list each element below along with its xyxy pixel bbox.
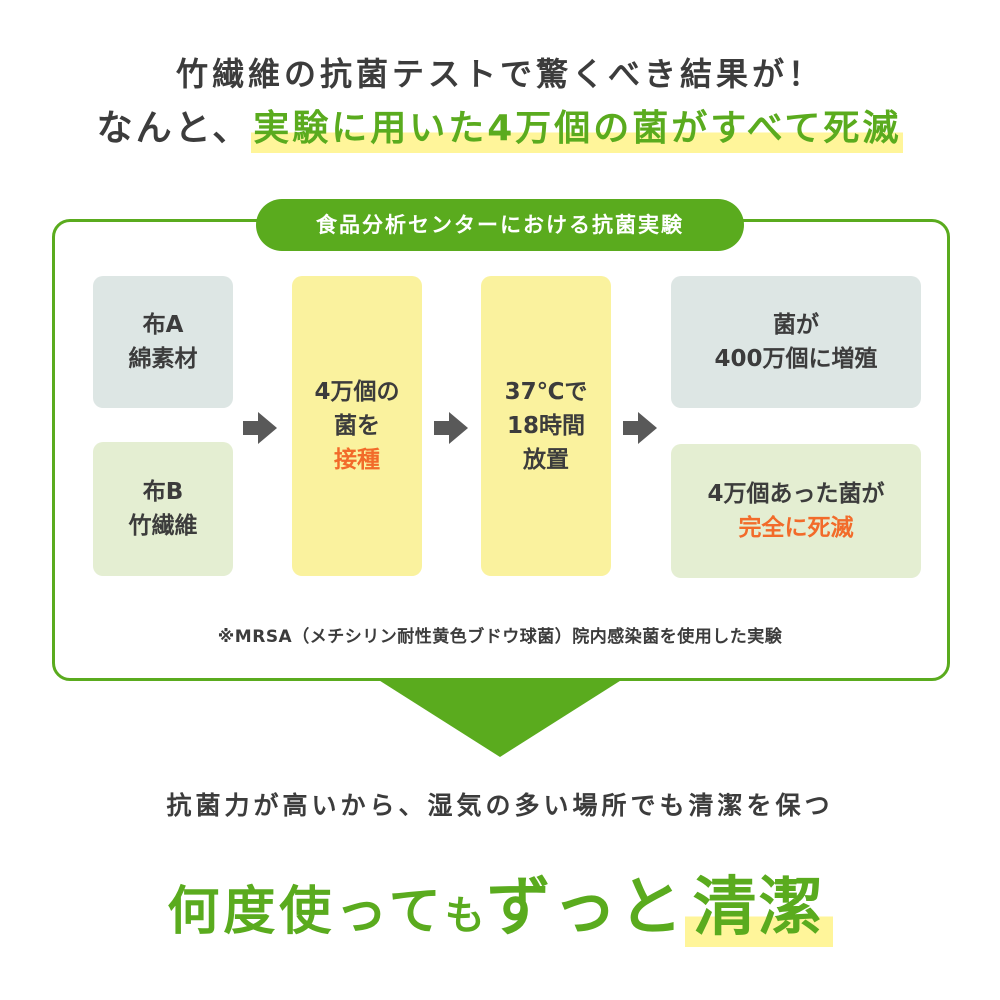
headline-line2-highlight: 実験に用いた4万個の菌がすべて死滅 [251, 108, 904, 153]
fabric-b-material: 竹繊維 [128, 513, 198, 539]
experiment-note: ※MRSA（メチシリン耐性黄色ブドウ球菌）院内感染菌を使用した実験 [217, 627, 783, 647]
fabric-a-material: 綿素材 [128, 346, 198, 372]
result-b-line1: 4万個あった菌が [707, 481, 885, 507]
right-arrow-icon [623, 412, 657, 444]
inoculate-step-line3: 接種 [334, 447, 380, 473]
panel-title: 食品分析センターにおける抗菌実験 [256, 199, 744, 251]
tagline-part4: 清潔 [684, 871, 833, 947]
footer-subtitle: 抗菌力が高いから、湿気の多い場所でも清潔を保つ [166, 791, 834, 820]
incubate-step-line2: 18時間 [506, 413, 585, 439]
result-b-line2: 完全に死滅 [738, 515, 854, 541]
tagline-part3: ずっと [486, 871, 685, 945]
fabric-a-box: 布A 綿素材 [93, 276, 233, 408]
result-a-box: 菌が 400万個に増殖 [671, 276, 921, 408]
incubate-step-box: 37℃で 18時間 放置 [481, 276, 611, 576]
incubate-step-line1: 37℃で [504, 379, 588, 405]
right-arrow-icon [434, 412, 468, 444]
result-a-line2: 400万個に増殖 [714, 346, 878, 372]
fabric-b-label: 布B [142, 479, 184, 505]
headline-line2: なんと、実験に用いた4万個の菌がすべて死滅 [0, 104, 1000, 154]
inoculate-step-line2: 菌を [334, 413, 380, 439]
right-arrow-icon [243, 412, 277, 444]
tagline-part1: 何度使って [167, 882, 445, 942]
tagline-part2: も [444, 893, 487, 939]
footer-tagline: 何度使ってもずっと清潔 [0, 856, 1000, 948]
inoculate-step-box: 4万個の 菌を 接種 [292, 276, 422, 576]
result-b-box: 4万個あった菌が 完全に死滅 [671, 444, 921, 578]
incubate-step-line3: 放置 [523, 447, 569, 473]
result-a-line1: 菌が [773, 312, 819, 338]
headline-line2-prefix: なんと、 [96, 108, 252, 149]
down-triangle-icon [377, 679, 623, 757]
fabric-b-box: 布B 竹繊維 [93, 442, 233, 576]
fabric-a-label: 布A [142, 312, 184, 338]
inoculate-step-line1: 4万個の [314, 379, 400, 405]
headline-line1: 竹繊維の抗菌テストで驚くべき結果が！ [175, 55, 824, 93]
